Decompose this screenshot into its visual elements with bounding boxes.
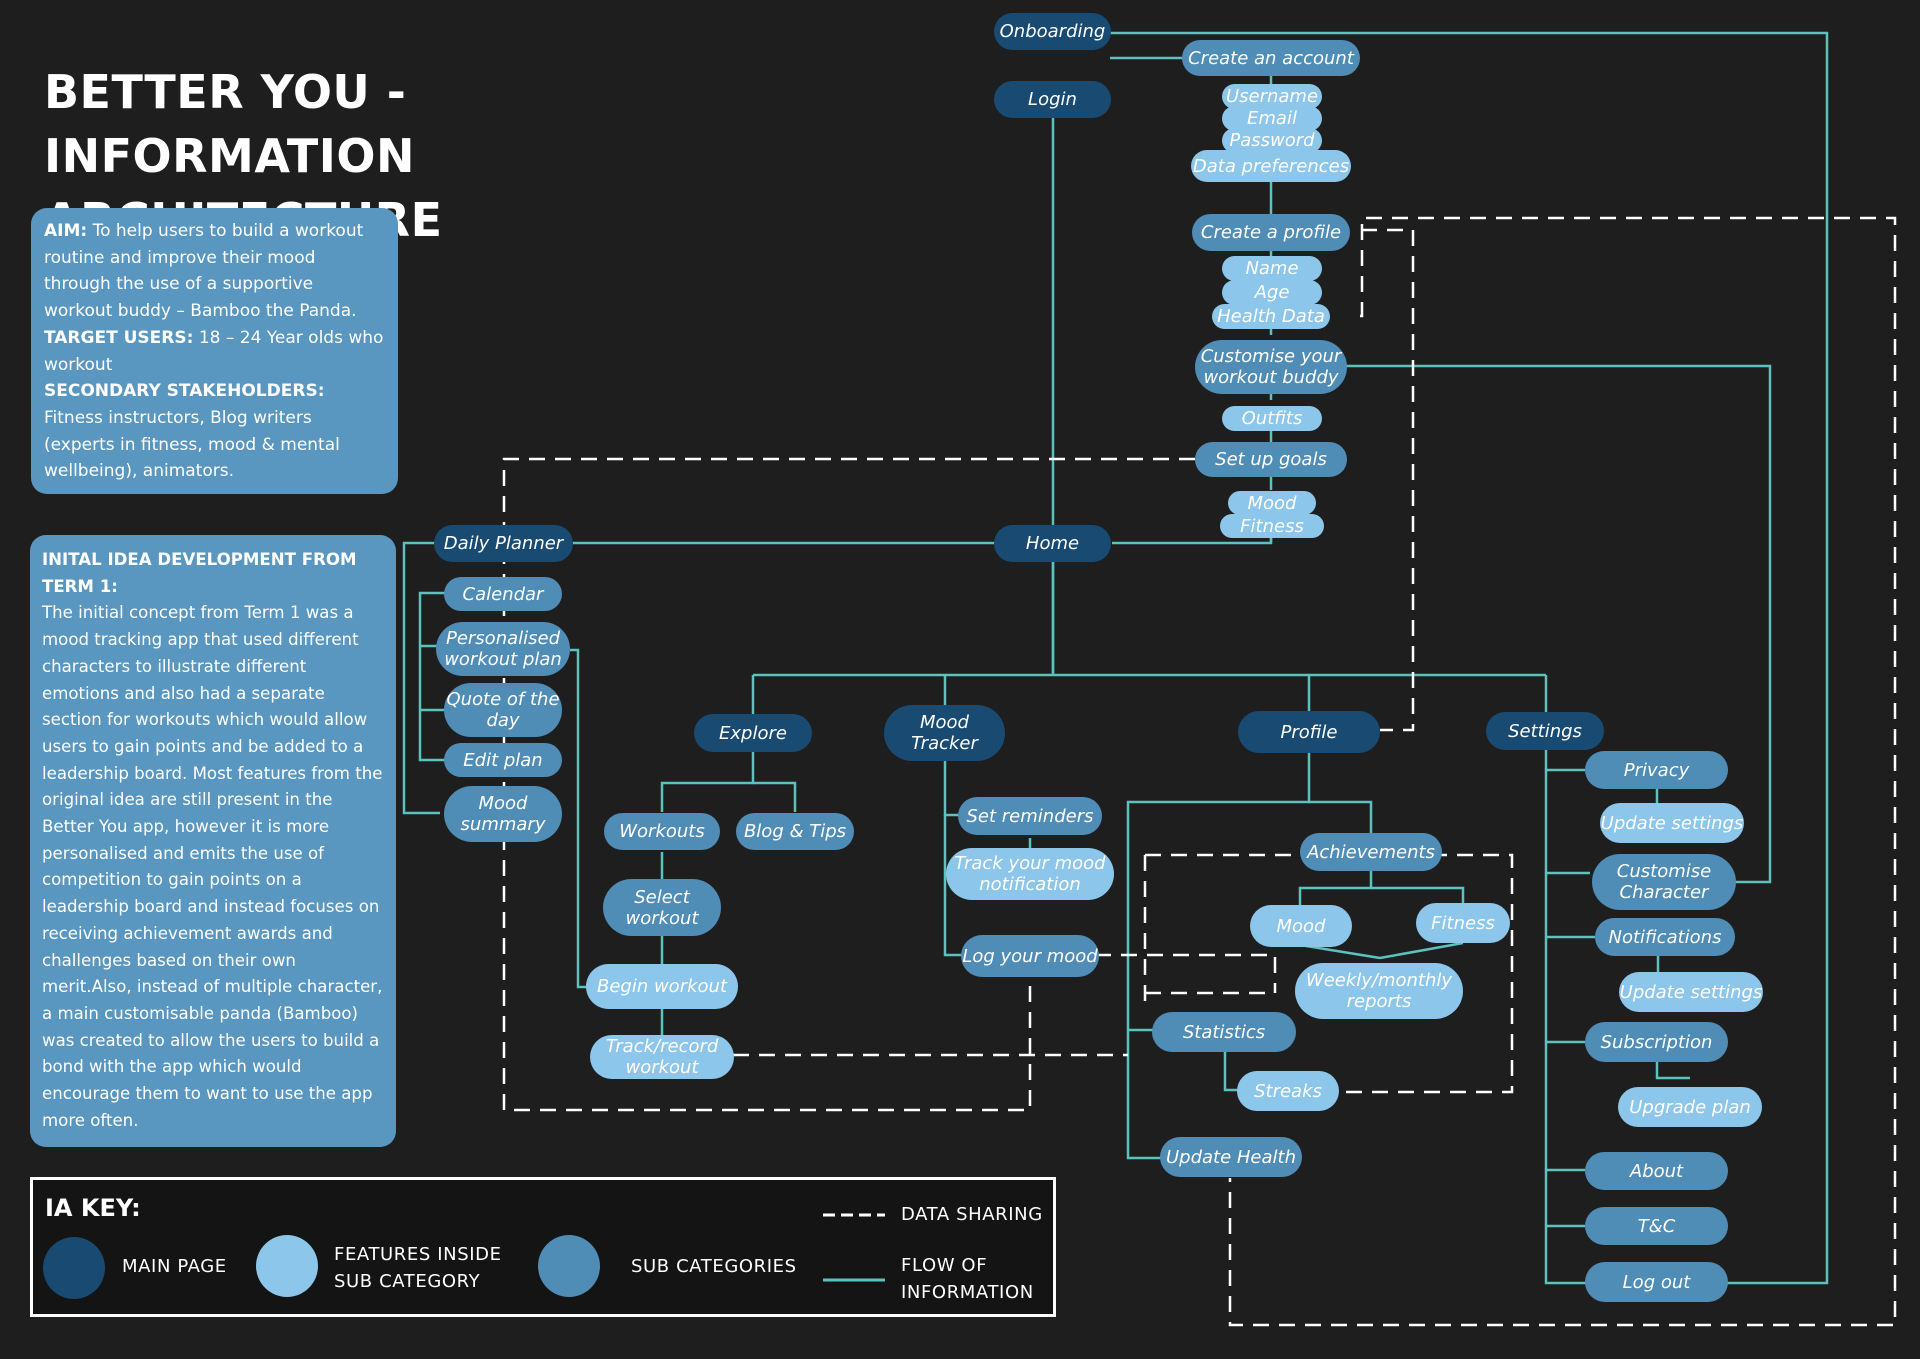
node-achievements: Achievements xyxy=(1300,833,1442,871)
node-statistics: Statistics xyxy=(1152,1012,1296,1052)
node-profile: Profile xyxy=(1238,711,1380,753)
node-upgrade-plan: Upgrade plan xyxy=(1618,1087,1762,1127)
node-mood-summary: Mood summary xyxy=(444,786,562,842)
node-set-reminders: Set reminders xyxy=(958,797,1102,835)
node-personalised-plan: Personalised workout plan xyxy=(436,622,570,676)
node-password: Password xyxy=(1222,128,1322,153)
node-mood-tracker: Mood Tracker xyxy=(884,705,1005,761)
node-daily-planner: Daily Planner xyxy=(434,525,573,562)
idea-panel: INITAL IDEA DEVELOPMENT FROM TERM 1: The… xyxy=(30,535,396,1147)
node-create-profile: Create a profile xyxy=(1192,214,1350,251)
node-quote-of-day: Quote of the day xyxy=(444,683,562,737)
node-log-mood: Log your mood xyxy=(961,935,1099,977)
idea-heading: INITAL IDEA DEVELOPMENT FROM TERM 1: xyxy=(42,550,357,596)
node-calendar: Calendar xyxy=(444,577,562,611)
node-customise-character: Customise Character xyxy=(1592,854,1736,910)
node-log-out: Log out xyxy=(1585,1262,1728,1302)
node-edit-plan: Edit plan xyxy=(444,743,562,777)
key-data-sharing-label: DATA SHARING xyxy=(901,1204,1043,1225)
aim-text: To help users to build a workout routine… xyxy=(44,221,364,322)
node-name: Name xyxy=(1222,256,1322,281)
node-select-workout: Select workout xyxy=(603,879,721,936)
aim-panel: AIM: To help users to build a workout ro… xyxy=(31,208,398,494)
node-settings: Settings xyxy=(1486,712,1604,750)
data-sharing-lines xyxy=(502,216,1897,1327)
node-blog-tips: Blog & Tips xyxy=(736,813,854,850)
node-weekly-reports: Weekly/monthly reports xyxy=(1295,963,1463,1019)
node-home: Home xyxy=(994,525,1111,562)
node-update-settings-1: Update settings xyxy=(1600,803,1744,843)
node-notifications: Notifications xyxy=(1595,918,1735,956)
node-username: Username xyxy=(1222,84,1322,109)
node-data-preferences: Data preferences xyxy=(1191,150,1351,182)
key-data-sharing-line xyxy=(823,1213,885,1217)
node-privacy: Privacy xyxy=(1585,751,1728,789)
key-flow-label: FLOW OF INFORMATION xyxy=(901,1255,1034,1303)
aim-label: AIM: xyxy=(44,221,88,241)
node-email: Email xyxy=(1222,106,1322,131)
node-track-mood-notification: Track your mood notification xyxy=(946,848,1114,900)
target-users-label: TARGET USERS: xyxy=(44,327,194,348)
node-customise-buddy: Customise your workout buddy xyxy=(1195,340,1347,394)
node-onboarding: Onboarding xyxy=(994,13,1111,50)
node-login: Login xyxy=(994,81,1111,118)
node-age: Age xyxy=(1222,280,1322,305)
node-goal-fitness: Fitness xyxy=(1220,514,1324,538)
node-ach-fitness: Fitness xyxy=(1416,903,1510,943)
stakeholders-text: Fitness instructors, Blog writers (exper… xyxy=(44,407,340,482)
key-features-swatch xyxy=(256,1235,318,1297)
node-update-health: Update Health xyxy=(1160,1137,1302,1177)
key-sub-categories-label: SUB CATEGORIES xyxy=(631,1256,797,1277)
key-title: IA KEY: xyxy=(45,1194,141,1222)
node-tc: T&C xyxy=(1585,1207,1728,1245)
key-features-label: FEATURES INSIDE SUB CATEGORY xyxy=(334,1244,502,1292)
node-workouts: Workouts xyxy=(604,813,720,850)
ia-key: IA KEY: MAIN PAGE FEATURES INSIDE SUB CA… xyxy=(30,1177,1056,1317)
node-track-workout: Track/record workout xyxy=(590,1035,734,1079)
node-health-data: Health Data xyxy=(1212,304,1330,329)
key-sub-categories-swatch xyxy=(538,1235,600,1297)
node-create-account: Create an account xyxy=(1182,40,1360,76)
idea-body: The initial concept from Term 1 was a mo… xyxy=(42,603,383,1130)
node-ach-mood: Mood xyxy=(1250,905,1352,947)
node-subscription: Subscription xyxy=(1585,1022,1728,1062)
node-explore: Explore xyxy=(694,714,812,752)
node-streaks: Streaks xyxy=(1237,1071,1339,1111)
key-main-page-swatch xyxy=(43,1237,105,1299)
node-update-settings-2: Update settings xyxy=(1619,972,1763,1012)
node-set-up-goals: Set up goals xyxy=(1195,442,1347,477)
key-flow-line xyxy=(823,1278,885,1282)
node-begin-workout: Begin workout xyxy=(586,964,738,1009)
target-users-text: 18 – 24 Year olds who workout xyxy=(44,327,384,375)
node-outfits: Outfits xyxy=(1222,406,1322,431)
key-main-page-label: MAIN PAGE xyxy=(122,1256,227,1277)
node-about: About xyxy=(1585,1152,1728,1190)
stakeholders-label: SECONDARY STAKEHOLDERS: xyxy=(44,381,325,402)
node-goal-mood: Mood xyxy=(1228,491,1316,515)
